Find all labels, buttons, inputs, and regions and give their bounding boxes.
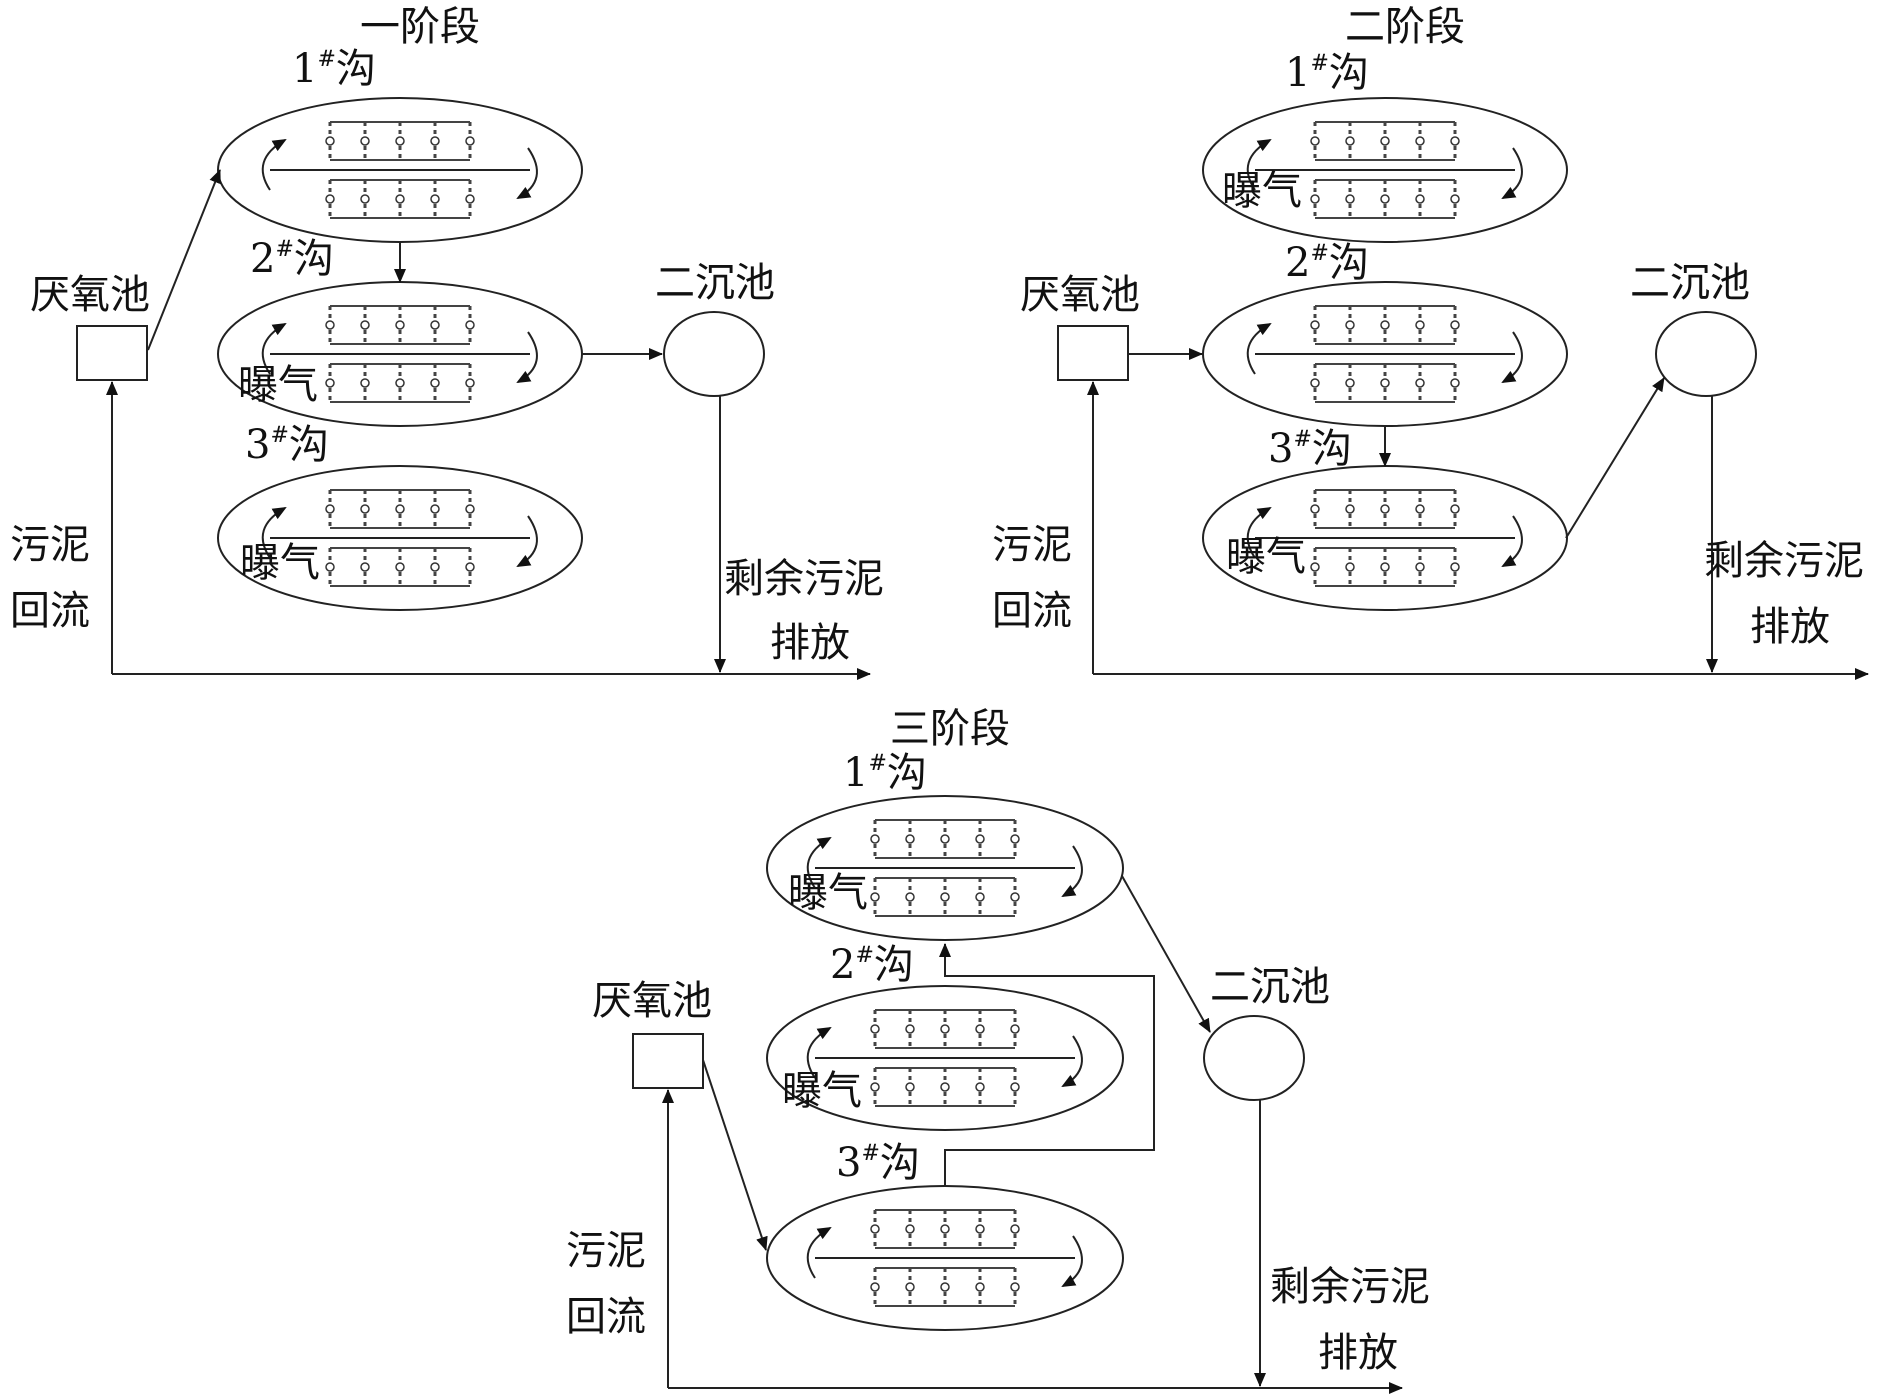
stage-2-ditch-1: 1#沟 曝气 (1202, 50, 1568, 243)
stage-1-return-label-1: 污泥 (10, 522, 90, 568)
stage-1-ditch-2-aeration: 曝气 (238, 362, 318, 408)
stage-3-excess-label-1: 剩余污泥 (1270, 1264, 1430, 1310)
stage-3-ditch-1: 1#沟 曝气 (766, 750, 1124, 941)
stage-3-ditch-3: 3#沟 (766, 1140, 1124, 1331)
stage-1-ditch-3: 3#沟 曝气 (217, 422, 583, 611)
stage-3-ditch-1-aeration: 曝气 (788, 870, 868, 916)
stage-2-ditch-2-label: 2#沟 (1285, 240, 1369, 286)
stage-1: 一阶段 1#沟 2#沟 曝气 3#沟 曝气 厌氧池 二沉池 (10, 4, 884, 680)
stage-1-ditch-2-label: 2#沟 (250, 236, 334, 282)
stage-1-anaerobic-label: 厌氧池 (30, 272, 150, 318)
stage-3-return-label-2: 回流 (566, 1294, 646, 1340)
stage-2-return-label-1: 污泥 (992, 522, 1072, 568)
stage-2-return-label-2: 回流 (992, 588, 1072, 634)
stage-3-clarifier (1203, 1015, 1305, 1101)
stage-2-ditch-3-label: 3#沟 (1268, 426, 1352, 472)
stage-1-excess-label-2: 排放 (770, 620, 850, 666)
stage-1-excess-label-1: 剩余污泥 (724, 556, 884, 602)
stage-3-ditch-1-label: 1#沟 (843, 750, 927, 796)
stage-3-ditch-2-aeration: 曝气 (782, 1068, 862, 1114)
stage-3-anaerobic-tank (632, 1033, 704, 1089)
stage-3-flow-anaerobic-to-ditch-3 (702, 1059, 768, 1251)
stage-2-ditch-2: 2#沟 (1202, 240, 1568, 427)
stage-3-title: 三阶段 (890, 706, 1010, 752)
stage-3-anaerobic-label: 厌氧池 (592, 978, 712, 1024)
stage-2-flow-ditch-3-to-clarifier (1565, 377, 1665, 539)
stage-1-flow-anaerobic-to-ditch-1 (147, 169, 221, 351)
stage-3-ditch-2: 2#沟 曝气 (766, 942, 1124, 1131)
stage-2: 二阶段 1#沟 曝气 2#沟 3#沟 曝气 厌氧池 二沉池 污泥 回流 (992, 4, 1869, 680)
stage-2-excess-label-1: 剩余污泥 (1704, 538, 1864, 584)
stage-1-clarifier-label: 二沉池 (655, 260, 775, 306)
stage-1-return-label-2: 回流 (10, 588, 90, 634)
stage-1-title: 一阶段 (360, 4, 480, 50)
stage-2-ditch-1-aeration: 曝气 (1222, 168, 1302, 214)
stage-2-anaerobic-label: 厌氧池 (1020, 272, 1140, 318)
stage-3-excess-label-2: 排放 (1318, 1330, 1398, 1376)
stage-1-clarifier (663, 311, 765, 397)
stage-2-excess-label-2: 排放 (1750, 604, 1830, 650)
stage-3-flow-ditch-1-to-clarifier (1121, 875, 1211, 1033)
stage-1-ditch-3-aeration: 曝气 (240, 540, 320, 586)
stage-1-ditch-1: 1#沟 (217, 46, 583, 243)
stage-3-return-label-1: 污泥 (566, 1228, 646, 1274)
stage-2-clarifier (1655, 311, 1757, 397)
stage-2-clarifier-label: 二沉池 (1630, 260, 1750, 306)
stage-3-clarifier-label: 二沉池 (1210, 964, 1330, 1010)
stage-1-ditch-1-label: 1#沟 (292, 46, 376, 92)
stage-3: 三阶段 1#沟 曝气 2#沟 曝气 3#沟 厌氧池 二沉池 污泥 回流 (566, 706, 1430, 1394)
stage-2-anaerobic-tank (1057, 325, 1129, 381)
stage-3-flow-ditch-3-to-ditch-1 (939, 943, 1155, 1186)
stage-1-anaerobic-tank (76, 325, 148, 381)
stage-2-ditch-1-label: 1#沟 (1285, 50, 1369, 96)
stage-2-ditch-3-aeration: 曝气 (1226, 534, 1306, 580)
stage-1-ditch-3-label: 3#沟 (245, 422, 329, 468)
stage-2-title: 二阶段 (1345, 4, 1465, 50)
stage-2-ditch-3: 3#沟 曝气 (1202, 426, 1568, 611)
stage-3-ditch-2-label: 2#沟 (830, 942, 914, 988)
stage-3-ditch-3-label: 3#沟 (836, 1140, 920, 1186)
